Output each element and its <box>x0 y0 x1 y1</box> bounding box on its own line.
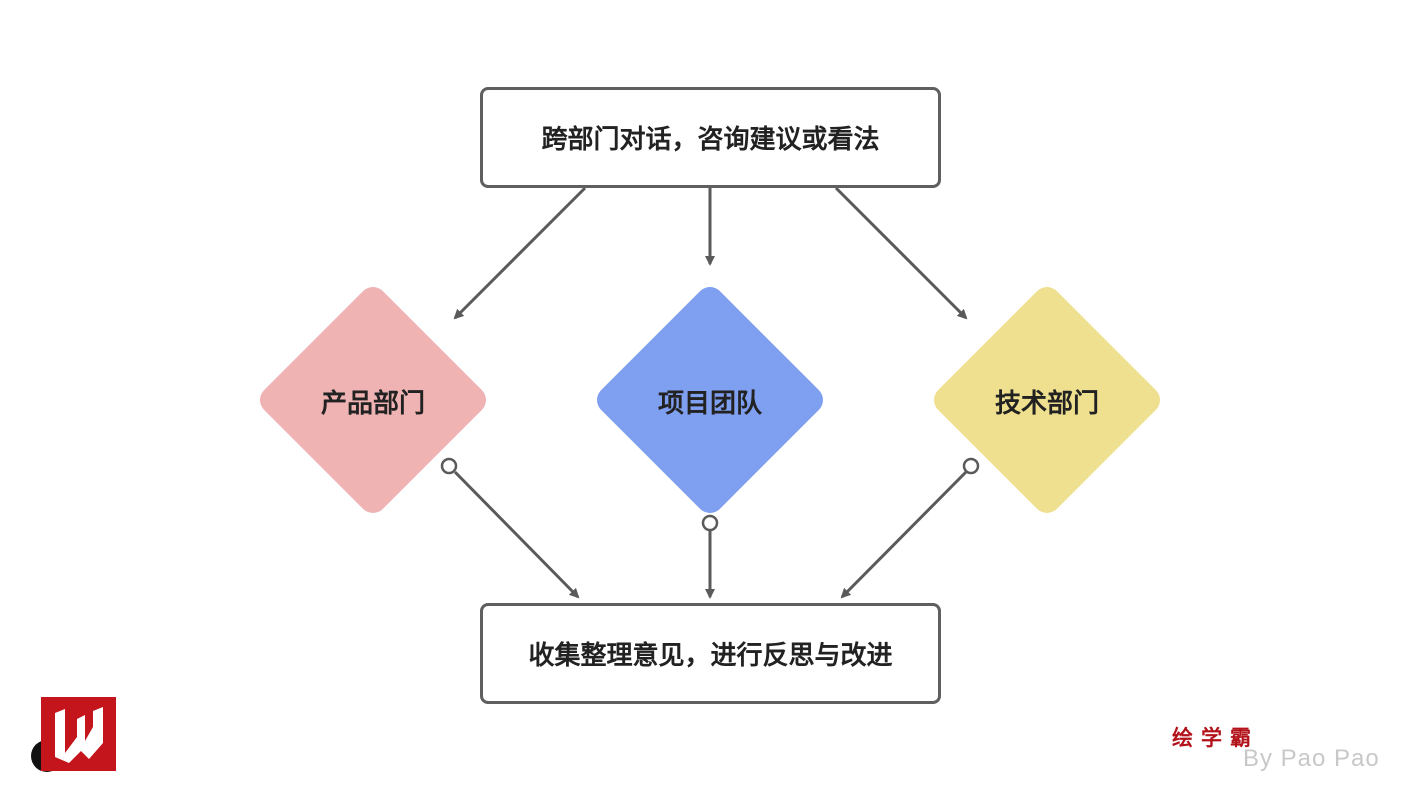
edge-top-to-tech <box>834 186 968 320</box>
edge-product-to-bottom <box>453 470 580 599</box>
end-box-label: 收集整理意见，进行反思与改进 <box>528 641 893 671</box>
edge-top-to-product <box>453 186 587 320</box>
node-product-dept-label: 产品部门 <box>320 389 425 419</box>
node-tech-dept-label: 技术部门 <box>994 389 1099 419</box>
connector-dot-project <box>701 514 719 532</box>
node-project-team-label: 项目团队 <box>657 389 762 419</box>
end-box[interactable]: 收集整理意见，进行反思与改进 <box>480 603 941 704</box>
start-box[interactable]: 跨部门对话，咨询建议或看法 <box>480 87 941 188</box>
start-box-label: 跨部门对话，咨询建议或看法 <box>541 125 880 155</box>
brand-text: 绘学霸 <box>1172 726 1259 750</box>
connector-dot-tech <box>962 457 980 475</box>
byline-text: By Pao Pao <box>1243 745 1380 772</box>
edge-tech-to-bottom <box>840 470 968 599</box>
connector-dot-product <box>440 457 458 475</box>
w-logo-icon <box>41 697 116 771</box>
